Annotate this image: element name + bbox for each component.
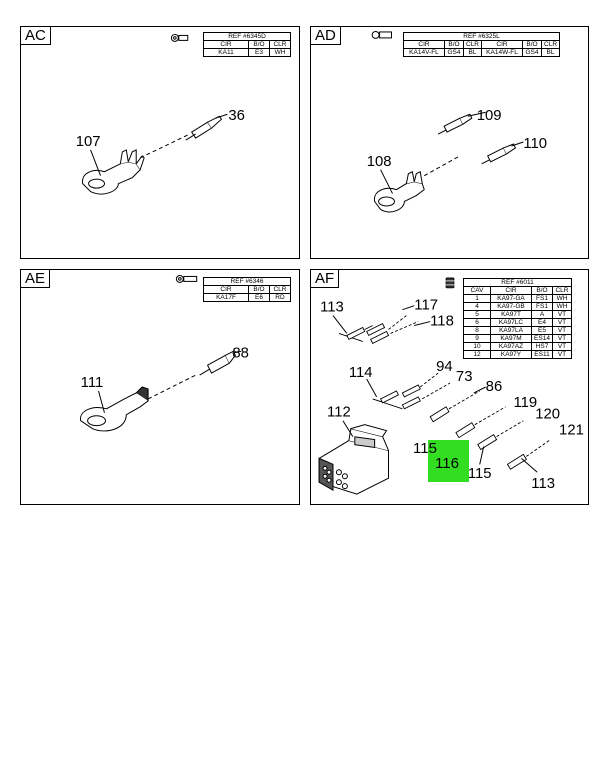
terminal-pin [185,115,223,141]
panel-ae: AE REF #6346 CIR B/O CLR KA17F E6 RD 88 [20,269,300,505]
ref-cell: VT [552,350,572,359]
callout-108: 108 [367,154,392,170]
connector-housing [318,424,390,495]
ref-cell: WH [269,48,291,57]
ref-table: REF #6345D CIR B/O CLR KA11 E3 WH [203,32,291,57]
panel-ac: AC REF #6345D CIR B/O CLR KA11 E3 WH [20,26,300,259]
highlight-box[interactable] [428,440,469,482]
callout-111: 111 [81,375,104,391]
panel-label: AD [311,27,341,45]
ring-terminal [80,386,149,432]
callout-119: 119 [513,395,537,411]
callout-120: 120 [535,407,560,423]
callout-113: 113 [531,476,555,492]
panel-af-drawing: 113 117 118 114 94 73 86 [318,277,584,495]
terminal-pin [455,406,506,439]
callout-115: 115 [468,466,492,482]
panel-ad: AD REF #6325L CIR B/O CLR CIR B/O CLR KA… [310,26,589,259]
callout-110: 110 [523,136,547,152]
callout-109: 109 [477,108,502,124]
ring-terminal [82,149,145,195]
callout-36: 36 [228,108,245,124]
callout-88: 88 [232,345,249,361]
ring-terminal-icon [170,33,189,42]
terminal-pin [429,390,480,423]
callout-117: 117 [414,298,438,314]
ring-terminal [374,171,425,213]
callout-114: 114 [349,365,373,381]
callout-73: 73 [456,369,473,385]
terminal-icon [371,30,392,39]
ref-cell: BL [462,48,483,57]
ref-table: REF #6325L CIR B/O CLR CIR B/O CLR KA14V… [402,32,561,57]
callout-113: 113 [320,300,344,316]
terminal-pair-113 [338,315,419,344]
panel-label: AC [21,27,51,45]
terminal-pin [477,420,524,451]
callout-112: 112 [327,405,351,421]
terminal-pin [199,350,236,376]
ref-cell: BL [541,48,561,57]
callout-116: 116 [435,455,459,472]
panel-ae-drawing: 88 111 [80,274,249,432]
panel-label: AE [21,270,51,288]
callout-115: 115 [413,440,437,457]
panel-label: AF [311,270,340,288]
callout-86: 86 [486,379,503,395]
callout-107: 107 [76,134,101,150]
terminal-pair-114 [372,372,451,410]
callout-94: 94 [436,359,453,375]
panel-ac-drawing: 36 107 [76,33,245,195]
ref-cell: RD [269,293,291,302]
connector-icon [444,277,456,289]
terminal-pin [481,143,517,165]
ref-table: REF #6346 CIR B/O CLR KA17F E6 RD [203,277,291,302]
terminal-pin [437,113,473,135]
callout-121: 121 [559,423,584,439]
panel-ad-drawing: 109 110 108 [367,30,547,213]
callout-118: 118 [430,314,454,330]
ring-terminal-icon [175,274,198,283]
